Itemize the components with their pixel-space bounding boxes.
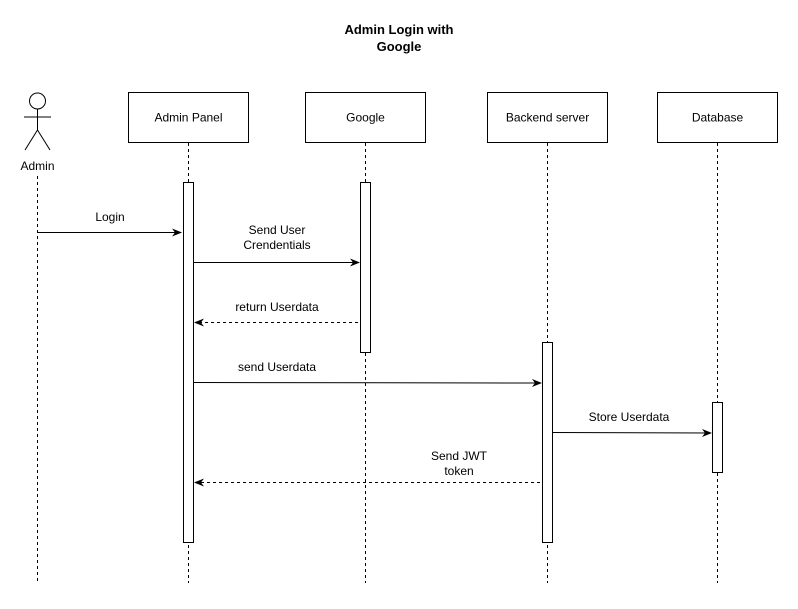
diagram-title-line-1: Admin Login with — [344, 22, 453, 37]
participant-backend-server-box — [487, 92, 608, 143]
participant-google-box — [305, 92, 426, 143]
message-return-userdata: return Userdata — [194, 300, 358, 327]
message-send-userdata-arrow — [193, 378, 542, 387]
message-login: Login — [37, 210, 182, 237]
actor-head — [29, 92, 46, 110]
message-send-userdata-label: send Userdata — [238, 360, 316, 374]
activation-admin-panel — [183, 182, 194, 543]
participant-admin-panel: Admin Panel — [128, 92, 249, 143]
participant-admin-panel-box — [128, 92, 249, 143]
admin-actor — [24, 92, 51, 151]
participant-google: Google — [305, 92, 426, 143]
message-store-userdata-label: Store Userdata — [589, 410, 670, 424]
message-send-user-credentials: Send User Crendentials — [193, 223, 360, 267]
message-send-userdata: send Userdata — [193, 360, 542, 387]
message-send-user-credentials-label-line-1: Send User — [249, 223, 306, 237]
message-send-jwt-token-label-line-1: Send JWT — [431, 449, 488, 463]
actor-left-leg — [24, 129, 38, 151]
participant-database-label: Database — [692, 111, 744, 125]
message-return-userdata-label: return Userdata — [235, 300, 319, 314]
participant-backend-server: Backend server — [487, 92, 608, 143]
activation-database — [712, 402, 723, 473]
message-store-userdata: Store Userdata — [552, 410, 712, 437]
message-send-jwt-token: Send JWT token — [194, 449, 540, 487]
participant-database: Database — [657, 92, 778, 143]
participant-backend-server-label: Backend server — [506, 111, 589, 125]
actor-right-leg — [37, 129, 51, 151]
message-send-jwt-token-label-line-2: token — [444, 464, 473, 478]
participant-admin-panel-label: Admin Panel — [154, 111, 222, 125]
activation-backend-server — [542, 342, 553, 543]
participant-database-box — [657, 92, 778, 143]
actor-label: Admin — [20, 159, 54, 173]
message-send-user-credentials-label-line-2: Crendentials — [243, 238, 310, 252]
diagram-title-line-2: Google — [377, 39, 422, 54]
participant-google-label: Google — [346, 111, 385, 125]
activation-google — [360, 182, 371, 353]
message-store-userdata-arrow — [552, 428, 712, 437]
message-login-label: Login — [95, 210, 124, 224]
